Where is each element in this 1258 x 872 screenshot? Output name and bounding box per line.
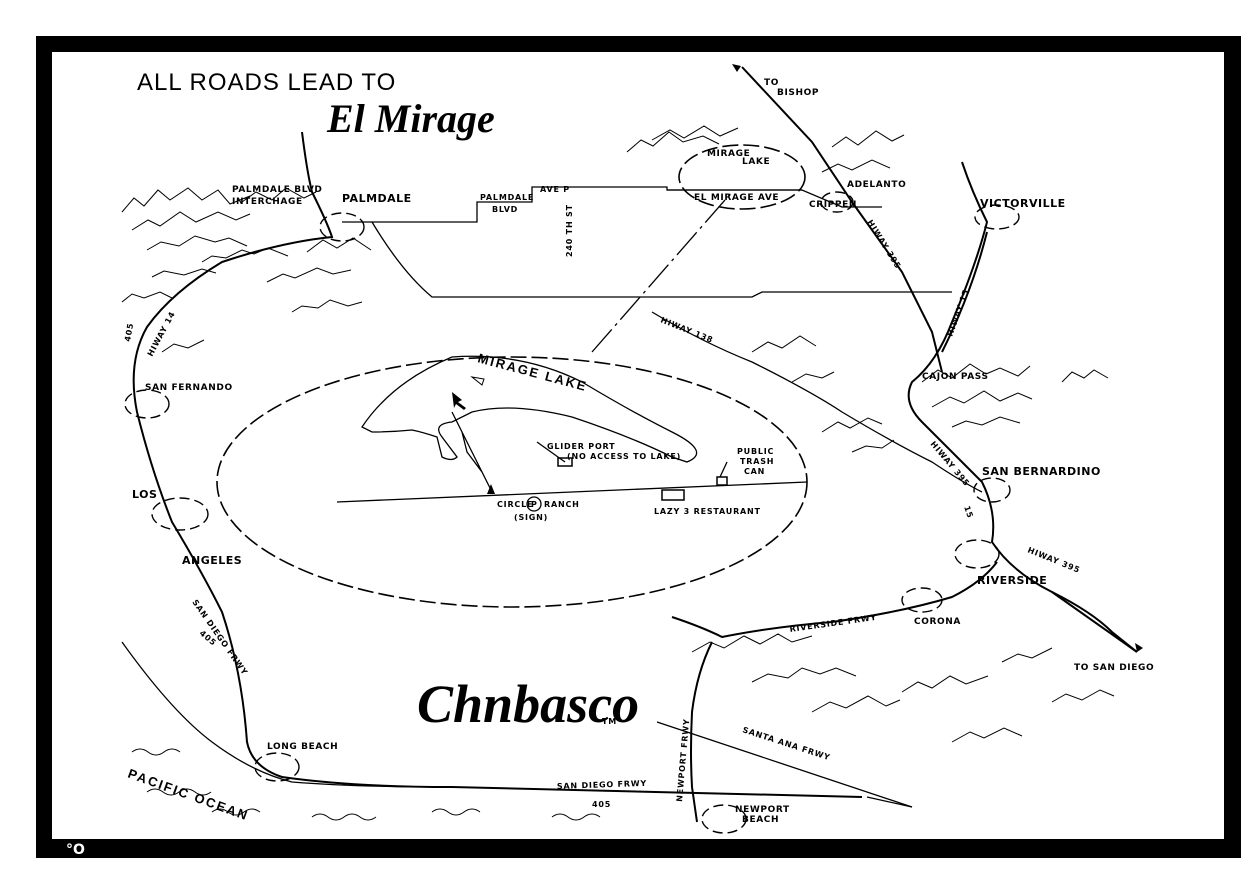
el-mirage-area-ellipse	[216, 356, 808, 608]
label-p: P	[531, 500, 538, 509]
label-trash: TRASH	[740, 457, 774, 466]
label-no-access: (NO ACCESS TO LAKE)	[567, 452, 681, 461]
corona-marker	[901, 587, 943, 613]
label-public: PUBLIC	[737, 447, 774, 456]
label-lake-small: LAKE	[742, 157, 770, 167]
palmdale-marker	[319, 212, 365, 242]
label-405-top: 405	[123, 322, 135, 342]
label-palmdale-road: PALMDALE	[480, 193, 534, 202]
leader-line	[591, 191, 733, 353]
label-el-mirage-ave: EL MIRAGE AVE	[694, 193, 779, 203]
label-san-diego-frwy-lower: SAN DIEGO FRWY	[557, 779, 647, 791]
highway-network	[132, 66, 1138, 823]
label-cajon-pass: CAJON PASS	[922, 372, 989, 382]
label-blvd: BLVD	[492, 205, 518, 214]
label-corona: CORONA	[914, 617, 961, 627]
label-to-san-diego: TO SAN DIEGO	[1074, 663, 1154, 673]
label-bishop: BISHOP	[777, 88, 819, 98]
victorville-marker	[974, 204, 1020, 230]
label-glider-port: GLIDER PORT	[547, 442, 615, 451]
label-riverside-frwy: RIVERSIDE FRWY	[789, 613, 877, 634]
label-newport-frwy: NEWPORT FRWY	[675, 718, 691, 802]
label-long-beach: LONG BEACH	[267, 742, 338, 752]
label-adelanto: ADELANTO	[847, 180, 906, 190]
lake-shoreline	[361, 355, 698, 463]
map-panel: ALL ROADS LEAD TO El Mirage Chnbasco TM …	[52, 52, 1224, 839]
label-240th-st: 240 TH ST	[565, 204, 574, 257]
label-palmdale-blvd: PALMDALE BLVD	[232, 185, 322, 195]
san-bernardino-marker	[973, 477, 1011, 503]
label-victorville: VICTORVILLE	[980, 197, 1066, 210]
mirage-lake-callout	[678, 144, 806, 210]
label-los: LOS	[132, 488, 157, 501]
adelanto-marker	[820, 191, 854, 213]
circle-p-brand-icon	[526, 496, 542, 512]
mountain-hatching	[121, 125, 1115, 743]
newport-beach-marker	[701, 804, 747, 834]
label-circle: CIRCLE	[497, 500, 533, 509]
city-markers	[124, 191, 1020, 834]
label-sign: (SIGN)	[514, 513, 548, 522]
label-hiway-395-low: HIWAY 395	[1026, 546, 1081, 575]
title-line-1: ALL ROADS LEAD TO	[137, 69, 396, 96]
san-fernando-marker	[124, 389, 170, 419]
lake-access-road	[451, 411, 493, 493]
label-405-low: 405	[592, 800, 611, 809]
los-angeles-marker	[151, 497, 209, 531]
circle-p-sign-icon	[487, 484, 495, 494]
label-riverside: RIVERSIDE	[977, 574, 1047, 587]
label-ave-p: AVE P	[540, 185, 570, 194]
label-interchange: INTERCHAGE	[232, 197, 303, 207]
windsock-icon	[470, 376, 485, 386]
brand-logo: Chnbasco	[417, 674, 639, 734]
label-san-bernardino: SAN BERNARDINO	[982, 465, 1101, 478]
title-line-2: El Mirage	[326, 96, 495, 141]
label-crippen: CRIPPEN	[809, 200, 857, 210]
glider-port-icon	[557, 457, 573, 467]
label-lazy-3-restaurant: LAZY 3 RESTAURANT	[654, 507, 761, 516]
label-newport: NEWPORT	[735, 805, 790, 815]
label-can: CAN	[744, 467, 765, 476]
brand-tm: TM	[602, 717, 617, 726]
label-hiway-395-top: HIWAY 395	[865, 218, 902, 270]
label-hiway-138: HIWAY 138	[659, 316, 714, 345]
trash-can-pointer	[719, 461, 728, 478]
arrow-to-san-diego-icon	[1135, 643, 1143, 652]
label-angeles: ANGELES	[182, 554, 242, 567]
label-beach: BEACH	[742, 815, 779, 825]
label-palmdale: PALMDALE	[342, 192, 412, 205]
label-san-fernando: SAN FERNANDO	[145, 383, 233, 393]
label-i15: 15	[962, 505, 975, 520]
label-ranch: RANCH	[544, 500, 580, 509]
ocean-waves	[131, 748, 601, 821]
label-mirage: MIRAGE	[707, 149, 750, 159]
label-hiway-15: HIWAY 15	[945, 288, 970, 338]
lake-baseline-road	[336, 481, 808, 503]
road-map: ALL ROADS LEAD TO El Mirage Chnbasco TM …	[121, 64, 1154, 834]
riverside-marker	[954, 539, 1000, 569]
label-to: TO	[764, 78, 779, 88]
trash-can-icon	[716, 476, 728, 486]
airplane-icon	[452, 392, 466, 410]
footer-mark: °O	[66, 842, 85, 858]
label-pacific-ocean: PACIFIC OCEAN	[126, 766, 251, 824]
label-santa-ana-frwy: SANTA ANA FRWY	[741, 725, 831, 762]
glider-port-pointer	[536, 441, 566, 463]
arrow-to-bishop-icon	[732, 64, 741, 72]
coastline	[121, 641, 453, 788]
label-hiway-14: HIWAY 14	[146, 310, 177, 358]
long-beach-marker	[254, 752, 300, 782]
restaurant-icon	[661, 489, 685, 501]
